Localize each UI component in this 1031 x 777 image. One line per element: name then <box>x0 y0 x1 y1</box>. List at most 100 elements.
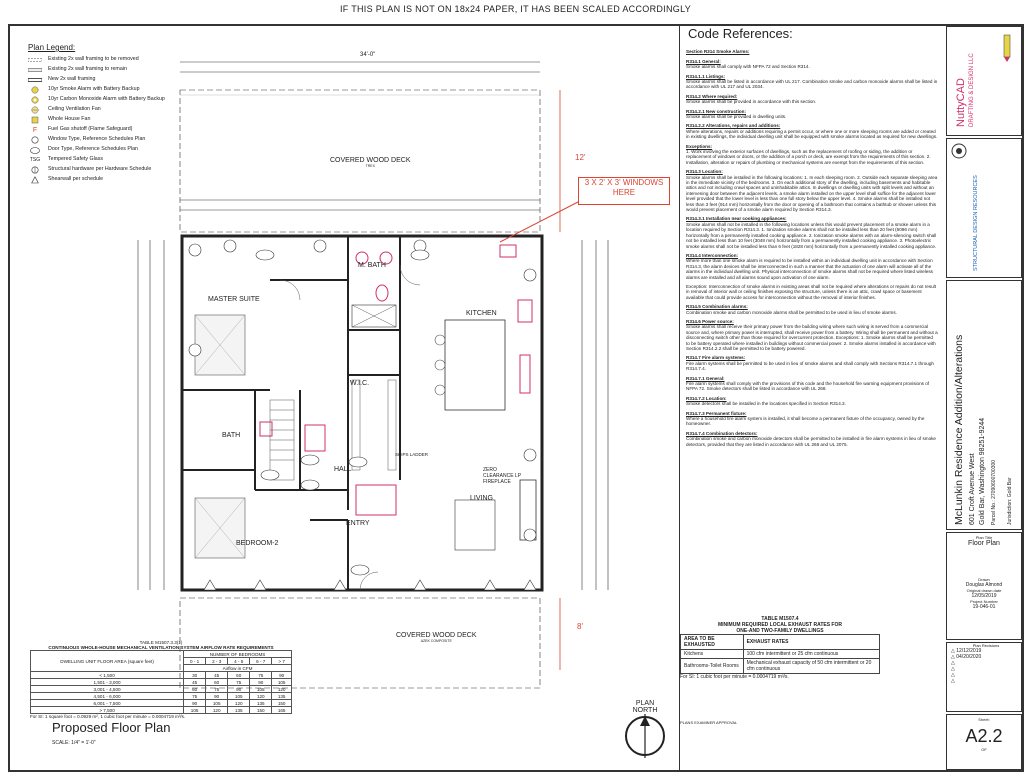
code-section: Section R314 Smoke Alarms: <box>686 49 938 54</box>
kitchen-sink-icon <box>499 244 517 258</box>
code-section: R314.1.1 Listings:Smoke alarms shall be … <box>686 74 938 90</box>
range-icon <box>517 299 533 323</box>
legend-item: Existing 2x wall framing to be removed <box>28 55 178 65</box>
code-section-heading: R314.6 Power source: <box>686 318 734 324</box>
room-entry: ENTRY <box>346 520 370 527</box>
legend-item: Ceiling Ventilation Fan <box>28 105 178 115</box>
exhaust-table: TABLE M1507.4 MINIMUM REQUIRED LOCAL EXH… <box>680 616 881 725</box>
room-bath: BATH <box>222 432 241 439</box>
ships-ladder-label: SHIPS LADDER <box>395 452 429 457</box>
code-section: R314.7.2 Location:Smoke detectors shall … <box>686 396 938 407</box>
code-section-text: Smoke alarms shall be provided in dwelli… <box>686 113 787 119</box>
firm-logo: NuttyCAD <box>955 78 967 127</box>
code-section: R314.3.1 Installation near cooking appli… <box>686 216 938 248</box>
legend-item: 10yr Carbon Monoxide Alarm with Battery … <box>28 95 178 105</box>
project-name: McLunkin Residence Addition/Alterations <box>953 334 965 525</box>
room-hall: HALL <box>334 466 352 473</box>
code-section-text: 1. Work involving the exterior surfaces … <box>686 149 931 165</box>
code-section-text: Combination smoke and carbon monoxide de… <box>686 436 936 447</box>
drawing-sheet <box>8 24 1024 772</box>
revision-triangle-icon: △ <box>951 660 955 666</box>
plan-scale: SCALE: 1/4" = 1'-0" <box>52 740 96 746</box>
code-section: R314.7.3 Permanent fixture:Where a house… <box>686 411 938 427</box>
project-parcel: Parcel No.: 27090600700300 <box>991 459 997 525</box>
revisions-box: Plan Revisions △ 12/12/2019 △ 04/20/2020… <box>946 642 1022 712</box>
room-bedroom-2: BEDROOM-2 <box>236 540 279 547</box>
revision-triangle-icon: △ <box>951 654 955 660</box>
tempered-glass-icon: TSG <box>29 156 41 163</box>
revision-row: △ 12/12/2019 <box>951 648 982 654</box>
fireplace-label: ZERO CLEARANCE LP FIREPLACE <box>483 467 521 485</box>
code-section-text: Where alterations, repairs or additions … <box>686 128 938 140</box>
drawn-date: 12/05/2019 <box>971 593 997 599</box>
code-section: R314.4 Interconnection:Where more than o… <box>686 253 938 280</box>
bath-vanity-icon <box>304 424 326 452</box>
code-section: R314.6 Power source:Smoke alarms shall r… <box>686 319 938 351</box>
code-section: R314.2 Where required:Smoke alarms shall… <box>686 94 938 105</box>
code-section-text: Where a household fire alarm system is i… <box>686 416 925 427</box>
revision-triangle-icon: △ <box>951 666 955 672</box>
code-section-heading: Section R314 Smoke Alarms: <box>686 49 750 55</box>
hardware-tag-icon <box>28 166 42 174</box>
code-section: R314.2.2 Alterations, repairs and additi… <box>686 123 938 139</box>
code-section-text: Smoke alarms shall comply with NFPA 72 a… <box>686 64 810 70</box>
code-section: R314.3 Location:Smoke alarms shall be in… <box>686 169 938 212</box>
code-references: Code References: Section R314 Smoke Alar… <box>679 26 944 770</box>
project-number: 19-046-01 <box>972 604 996 610</box>
legend-item: Window Type, Reference Schedules Plan <box>28 135 178 145</box>
legend-item: Structural hardware per Hardware Schedul… <box>28 165 178 175</box>
code-section-text: Exception: Interconnection of smoke alar… <box>686 283 936 300</box>
dim-12ft: 12' <box>575 153 586 162</box>
code-section: Exception: Interconnection of smoke alar… <box>686 284 938 300</box>
code-section-text: Fire alarm systems shall comply with the… <box>686 381 930 392</box>
scale-note: IF THIS PLAN IS NOT ON 18x24 PAPER, IT H… <box>339 4 692 14</box>
sink-icon <box>355 251 369 265</box>
toilet-icon <box>259 421 273 437</box>
code-section-heading: R314.3.1 Installation near cooking appli… <box>686 216 787 222</box>
project-box: McLunkin Residence Addition/Alterations … <box>946 280 1022 530</box>
sink-icon <box>379 251 393 265</box>
code-section-text: Fire alarm systems shall be permitted to… <box>686 360 934 372</box>
toilet-icon <box>375 284 389 302</box>
code-section-heading: R314.7.4 Combination detectors: <box>686 430 758 436</box>
legend-item: Existing 2x wall framing to remain <box>28 65 178 75</box>
window-callout: 3 X 2' X 3' WINDOWS HERE <box>578 177 670 205</box>
drawn-by: Douglas Almond <box>965 582 1003 588</box>
revision-row: △ <box>951 666 1021 672</box>
code-section-heading: R314.2 Where required: <box>686 93 738 99</box>
title-block: NuttyCAD DRAFTING & DESIGN LLC STRUCTURA… <box>946 26 1022 770</box>
firm-subtitle: DRAFTING & DESIGN LLC <box>969 53 975 127</box>
hall-vanity-icon <box>355 484 397 516</box>
code-section-heading: R314.7.3 Permanent fixture: <box>686 410 747 416</box>
revision-row: △ <box>951 672 1021 678</box>
revision-row: △ 04/20/2020 <box>951 654 982 660</box>
bottom-deck-outline <box>179 597 541 689</box>
code-section: R314.7.1 General:Fire alarm systems shal… <box>686 376 938 392</box>
door-tag-icon <box>28 146 42 154</box>
north-arrow: PLAN NORTH <box>610 700 680 760</box>
code-section: R314.5 Combination alarms:Combination sm… <box>686 304 938 315</box>
code-section: R314.1 General:Smoke alarms shall comply… <box>686 59 938 70</box>
sheet-number: A2.2 <box>965 726 1003 746</box>
ventilation-table: TABLE M1507.3.3(1) CONTINUOUS WHOLE-HOUS… <box>29 640 292 719</box>
legend-item: Whole House Fan <box>28 115 178 125</box>
shearwall-tag-icon <box>28 176 42 184</box>
page-title: Proposed Floor Plan <box>52 720 171 735</box>
code-section-heading: R314.7.1 General: <box>686 375 725 381</box>
exterior-wall <box>180 234 544 592</box>
legend-title: Plan Legend: <box>28 43 76 52</box>
firm-box: NuttyCAD DRAFTING & DESIGN LLC <box>946 26 1022 136</box>
legend-item: New 2x wall framing <box>28 75 178 85</box>
engineer-seal-icon <box>951 143 967 159</box>
legend-item: 10yr Smoke Alarm with Battery Backup <box>28 85 178 95</box>
code-section-heading: R314.7 Fire alarm systems: <box>686 355 746 361</box>
code-section-heading: Exceptions: <box>686 143 713 149</box>
dashed-wall-icon <box>28 56 42 64</box>
